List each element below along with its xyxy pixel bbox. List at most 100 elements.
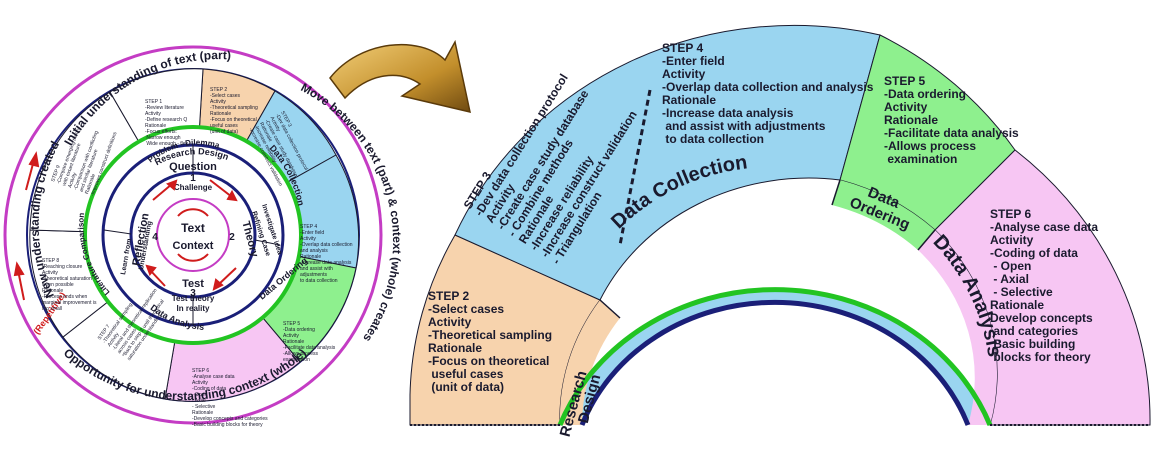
lc-step8-text-line: Rationale xyxy=(42,288,63,294)
arch-step6-text-line: STEP 6 xyxy=(990,207,1031,221)
lc-step2-text-line: Rationale xyxy=(210,111,231,117)
arch-step6-text-line: -Coding of data xyxy=(990,246,1078,260)
arch-step5-text-line: Rationale xyxy=(884,113,938,127)
arch-step2-text-line: Activity xyxy=(428,315,472,329)
lc-step6-text-line: -Analyse case data xyxy=(192,374,235,380)
lc-step5-text-line: STEP 5 xyxy=(283,321,300,327)
arch-step2-text-line: (unit of data) xyxy=(428,380,504,394)
lc-step6-text-line: - Axial xyxy=(192,398,206,404)
lc-step8-text-line: -Process ends when xyxy=(42,294,88,300)
arch-step4-text-line: -Enter field xyxy=(662,54,725,68)
lc-step8-text-line: when possible xyxy=(42,282,74,288)
arch-step6-text-line: -Analyse case data xyxy=(990,220,1098,234)
arch-step5-text-line: STEP 5 xyxy=(884,74,925,88)
lc-step6-text-line: -Develop concepts and categories xyxy=(192,416,268,422)
arch-step4-text-line: -Overlap data collection and analysis xyxy=(662,80,874,94)
arch-step5-text-line: Activity xyxy=(884,100,928,114)
arch-step6-text-line: blocks for theory xyxy=(990,350,1091,364)
lc-step9-text-line: STEP 9 xyxy=(50,164,62,182)
arch-step5-text-line: -Data ordering xyxy=(884,87,966,101)
lc-step5-text-line: Rationale xyxy=(283,339,304,345)
core-text: Text xyxy=(181,221,205,235)
arch-step4-text-line: STEP 4 xyxy=(662,41,703,55)
lc-step1-text-line: Rationale xyxy=(145,123,166,129)
arch-step5-text-line: examination xyxy=(884,152,957,166)
lc-step5-text-line: examination xyxy=(283,357,310,363)
arch-step6-text-line: - Open xyxy=(990,259,1031,273)
lc-step7-text: STEP 7-Theoretical samplingActivity-Lite… xyxy=(97,277,174,362)
lc-step4-text-line: adjustments xyxy=(300,272,327,278)
lc-step1-text-line: Narrow enough xyxy=(145,135,181,141)
lc-step1-text-line: -Define research Q xyxy=(145,117,187,123)
arch-step6-text-line: Basic building xyxy=(990,337,1075,351)
lc-step6-text-line: -Basic building blocks for theory xyxy=(192,422,263,428)
lc-step9-text-line: Activity xyxy=(67,171,78,188)
lc-step6-text-line: Rationale xyxy=(192,410,213,416)
lc-step8-text-line: -Reaching closure xyxy=(42,264,83,270)
step3-4-divider xyxy=(618,89,652,246)
lc-step6-text-line: STEP 6 xyxy=(192,368,209,374)
core-context: Context xyxy=(173,240,214,252)
lc-step5-text-line: -Facilitate data analysis xyxy=(283,345,336,351)
lc-step4-text-line: and assist with xyxy=(300,266,333,272)
arch-step5-text-line: -Allows process xyxy=(884,139,976,153)
lc-step4-text-line: STEP 4 xyxy=(300,224,317,230)
lc-step1-text-line: Wide enough - flex xyxy=(145,141,189,147)
lc-step1-text-line: STEP 1 xyxy=(145,99,162,105)
arch-step4-text-line: Activity xyxy=(662,67,706,81)
lc-step1-text-line: Activity xyxy=(145,111,161,117)
lc-step5-text-line: -Data ordering xyxy=(283,327,315,333)
lc-step4-text-line: Activity xyxy=(300,236,316,242)
lc-step8-text-line: -Theoretical saturation xyxy=(42,276,92,282)
core-test-num: 3 xyxy=(190,288,196,299)
lc-step1-text-line: -Focus efforts: xyxy=(145,129,177,135)
lc-step8-text-line: too small xyxy=(42,306,62,312)
lc-step2-text-line: (unit of data) xyxy=(210,129,238,135)
in-reality-text: In reality xyxy=(177,304,210,313)
arch-step3-4-segment xyxy=(454,24,881,301)
arch-step6-text-line: and categories xyxy=(990,324,1078,338)
lc-step1-text-line: -Review literature xyxy=(145,105,184,111)
lc-step4-text-line: -Enter field xyxy=(300,230,324,236)
arch-step2-text-line: -Select cases xyxy=(428,302,504,316)
lc-step4-text-line: -Increase data analysis xyxy=(300,260,352,266)
arch-step6-text-line: Develop concepts xyxy=(990,311,1093,325)
arch-step6-text-line: - Selective xyxy=(990,285,1053,299)
challenge-text: Challenge xyxy=(174,183,213,192)
core-question: Question xyxy=(169,161,217,173)
core-test: Test xyxy=(182,278,204,290)
lc-step4-text-line: and analysis xyxy=(300,248,328,254)
lc-step2-text-line: -Theoretical sampling xyxy=(210,105,258,111)
lc-step5-text-line: Activity xyxy=(283,333,299,339)
arch-step6-text-line: Activity xyxy=(990,233,1034,247)
arch-step6-text-line: Rationale xyxy=(990,298,1044,312)
arch-step4-text-line: and assist with adjustments xyxy=(662,119,826,133)
lc-step4-text-line: Rationale xyxy=(300,254,321,260)
test-theory-text: Test theory xyxy=(172,294,215,303)
arch-step5-text-line: -Facilitate data analysis xyxy=(884,126,1019,140)
cycle-arrows xyxy=(145,179,238,291)
arch-step4-text-line: -Increase data analysis xyxy=(662,106,794,120)
lc-step2-text-line: useful cases xyxy=(210,123,238,129)
lc-step4-text-line: to data collection xyxy=(300,278,338,284)
core-reflection-num: 4 xyxy=(152,232,158,243)
process-arch: Data Collection Data Ordering Data Analy… xyxy=(409,24,1151,439)
outer-arrows xyxy=(13,151,40,301)
lc-step6-text-line: - Selective xyxy=(192,404,216,410)
lc-step2-text-line: -Focus on theoretical xyxy=(210,117,257,123)
arch-step2-text-line: STEP 2 xyxy=(428,289,469,303)
lc-step2-text-line: STEP 2 xyxy=(210,87,227,93)
arch-step2-text-line: -Focus on theoretical xyxy=(428,354,549,368)
band-data-analysis xyxy=(918,230,998,425)
